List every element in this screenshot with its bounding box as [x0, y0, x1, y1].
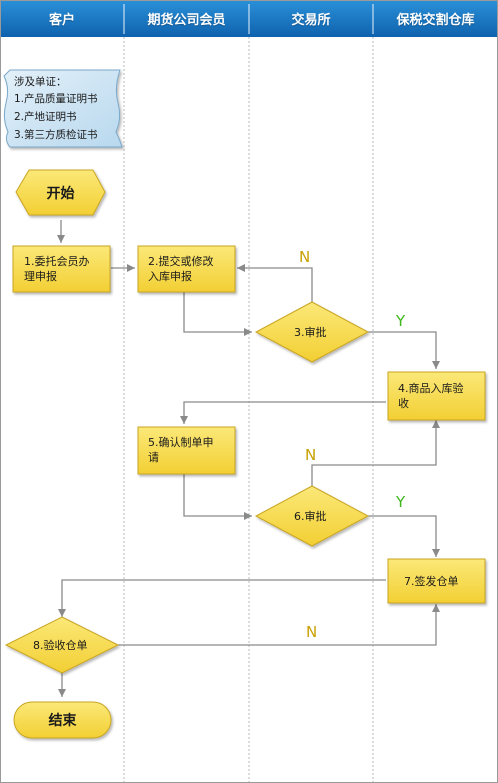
step-7-label: 7.签发仓单 — [404, 575, 459, 588]
arrow-6-no-to-4 — [311, 420, 440, 486]
lane-header-futures-member: 期货公司会员 — [147, 13, 226, 28]
arrow-5-to-6 — [183, 474, 252, 520]
arrow-3-yes-to-4 — [368, 331, 440, 369]
arrow-7-to-8 — [58, 579, 386, 617]
step-4-label: 4.商品入库验 收 — [398, 382, 464, 410]
lane-header-exchange: 交易所 — [291, 13, 331, 28]
arrow-6-yes-to-7 — [368, 515, 440, 557]
decision-3-yes-flag: Y — [396, 312, 406, 330]
arrow-8-no-to-7 — [118, 604, 440, 646]
lane-header-bonded-warehouse: 保税交割仓库 — [396, 13, 475, 28]
lane-dividers — [123, 37, 374, 782]
step-4-box — [387, 371, 486, 421]
step-5-label: 5.确认制单申 请 — [148, 436, 214, 464]
header-dividers — [123, 4, 374, 34]
decision-3-label: 3.审批 — [294, 326, 327, 339]
step-1-box — [12, 245, 111, 293]
step-8-label: 8.验收仓单 — [33, 639, 88, 652]
connectors — [57, 220, 440, 697]
step-2-box — [137, 245, 236, 293]
lane-header-customer: 客户 — [48, 13, 75, 28]
end-label: 结束 — [48, 713, 77, 729]
step-5-box — [137, 426, 236, 475]
start-label: 开始 — [46, 185, 75, 202]
step-2-label: 2.提交或修改 入库申报 — [148, 255, 214, 283]
decision-3-diamond — [254, 301, 370, 363]
documents-note-item-2: 2.产地证明书 — [14, 111, 77, 123]
step-8-no-flag: N — [306, 623, 318, 641]
decision-6-no-flag: N — [305, 446, 317, 464]
arrow-3-no-to-2 — [237, 264, 313, 302]
arrow-4-to-5 — [180, 401, 386, 424]
start-terminator — [15, 169, 106, 216]
documents-note-shape — [3, 69, 123, 148]
documents-note-title: 涉及单证： — [14, 76, 67, 88]
step-7-box — [387, 558, 486, 604]
documents-note-item-1: 1.产品质量证明书 — [14, 93, 98, 105]
decision-6-label: 6.审批 — [294, 510, 327, 523]
step-8-diamond — [4, 616, 120, 674]
step-1-label: 1.委托会员办 理申报 — [24, 255, 90, 283]
decision-6-diamond — [254, 485, 370, 547]
decision-3-no-flag: N — [299, 248, 311, 266]
decision-6-yes-flag: Y — [396, 493, 406, 511]
documents-note-item-3: 3.第三方质检证书 — [14, 129, 98, 141]
end-terminator — [13, 701, 112, 739]
arrow-2-to-3 — [183, 292, 252, 336]
